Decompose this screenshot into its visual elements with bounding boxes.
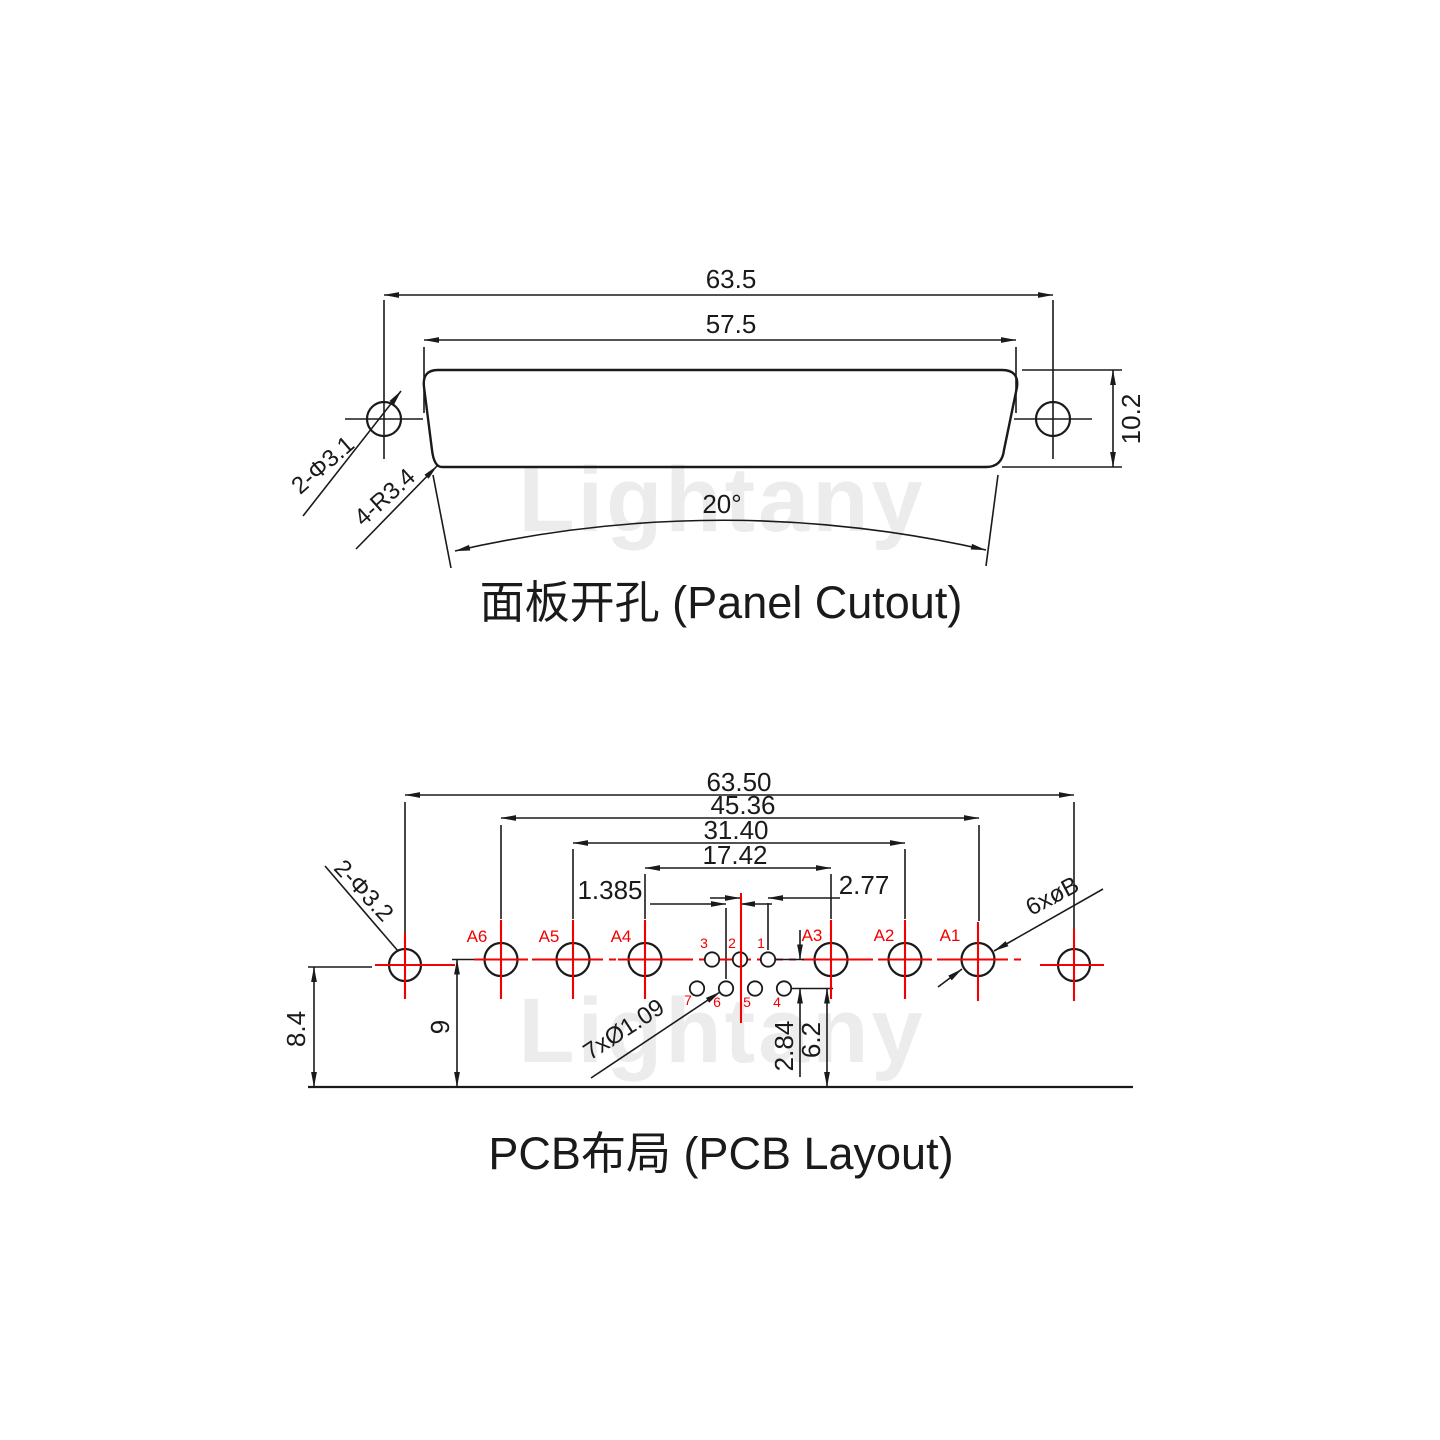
svg-text:17.42: 17.42 — [702, 840, 767, 870]
svg-text:10.2: 10.2 — [1116, 394, 1146, 445]
pcb-dim-9: 9 — [425, 959, 460, 1088]
svg-text:9: 9 — [425, 1020, 455, 1034]
pcb-dim-63-50: 63.50 — [404, 767, 1075, 798]
pcb-dim-45-36: 45.36 — [500, 790, 980, 821]
pcb-red-crosshairs — [375, 893, 1104, 1023]
svg-text:A3: A3 — [802, 926, 823, 945]
svg-text:2-Φ3.2: 2-Φ3.2 — [328, 855, 398, 927]
pcb-signal-labels: A6 A5 A4 A3 A2 A1 — [467, 926, 961, 946]
pcb-layout-title: PCB布局 (PCB Layout) — [488, 1128, 953, 1179]
svg-text:57.5: 57.5 — [706, 309, 757, 339]
svg-text:4-R3.4: 4-R3.4 — [349, 463, 421, 531]
svg-text:63.5: 63.5 — [706, 264, 757, 294]
svg-text:A6: A6 — [467, 927, 488, 946]
pcb-dim-31-40: 31.40 — [572, 815, 906, 846]
svg-text:A2: A2 — [874, 926, 895, 945]
svg-text:8.4: 8.4 — [281, 1011, 311, 1047]
svg-text:63.50: 63.50 — [706, 767, 771, 797]
svg-text:2.77: 2.77 — [839, 870, 890, 900]
watermark-bottom: Lightany — [518, 980, 925, 1082]
panel-mount-hole-left — [345, 300, 423, 459]
pcb-dim-2-77: 2.77 — [710, 870, 890, 901]
pcb-dim-6-2: 6.2 — [796, 988, 830, 1088]
svg-text:4: 4 — [773, 994, 781, 1010]
pcb-layout-drawing: 63.50 45.36 31.40 17.42 — [281, 767, 1133, 1179]
svg-text:1.385: 1.385 — [577, 875, 642, 905]
panel-mount-hole-right — [1014, 300, 1092, 459]
svg-text:1: 1 — [757, 935, 765, 951]
svg-text:31.40: 31.40 — [703, 815, 768, 845]
svg-text:A1: A1 — [940, 926, 961, 945]
pcb-extension-lines — [404, 802, 1075, 979]
svg-text:6: 6 — [713, 994, 721, 1010]
panel-label-corner-radius: 4-R3.4 — [349, 463, 438, 550]
panel-dim-angle-20: 20° — [432, 474, 999, 569]
svg-text:2: 2 — [728, 935, 736, 951]
svg-text:2.84: 2.84 — [769, 1021, 799, 1072]
svg-text:3: 3 — [700, 935, 708, 951]
svg-text:45.36: 45.36 — [710, 790, 775, 820]
svg-text:7: 7 — [684, 992, 692, 1008]
pcb-pin-number-labels: 1 2 3 4 5 6 7 — [684, 935, 781, 1010]
panel-cutout-title: 面板开孔 (Panel Cutout) — [480, 577, 963, 628]
pcb-dim-17-42: 17.42 — [644, 840, 832, 871]
panel-dim-10-2: 10.2 — [1002, 369, 1146, 468]
panel-dim-63-5: 63.5 — [383, 264, 1054, 298]
pcb-label-mount-holes: 2-Φ3.2 — [324, 855, 399, 952]
pcb-pin-holes — [688, 951, 793, 997]
svg-text:5: 5 — [743, 994, 751, 1010]
pcb-dim-2-84: 2.84 — [769, 930, 803, 1077]
pcb-dim-1-385: 1.385 — [577, 875, 772, 907]
pcb-dim-8-4: 8.4 — [281, 966, 317, 1088]
svg-text:A5: A5 — [539, 927, 560, 946]
svg-text:A4: A4 — [611, 927, 632, 946]
panel-cutout-drawing: 63.5 57.5 10.2 20° 2-Φ3.1 — [286, 264, 1146, 628]
panel-dim-57-5: 57.5 — [423, 309, 1017, 413]
svg-text:6.2: 6.2 — [796, 1022, 826, 1058]
svg-text:20°: 20° — [702, 489, 741, 519]
